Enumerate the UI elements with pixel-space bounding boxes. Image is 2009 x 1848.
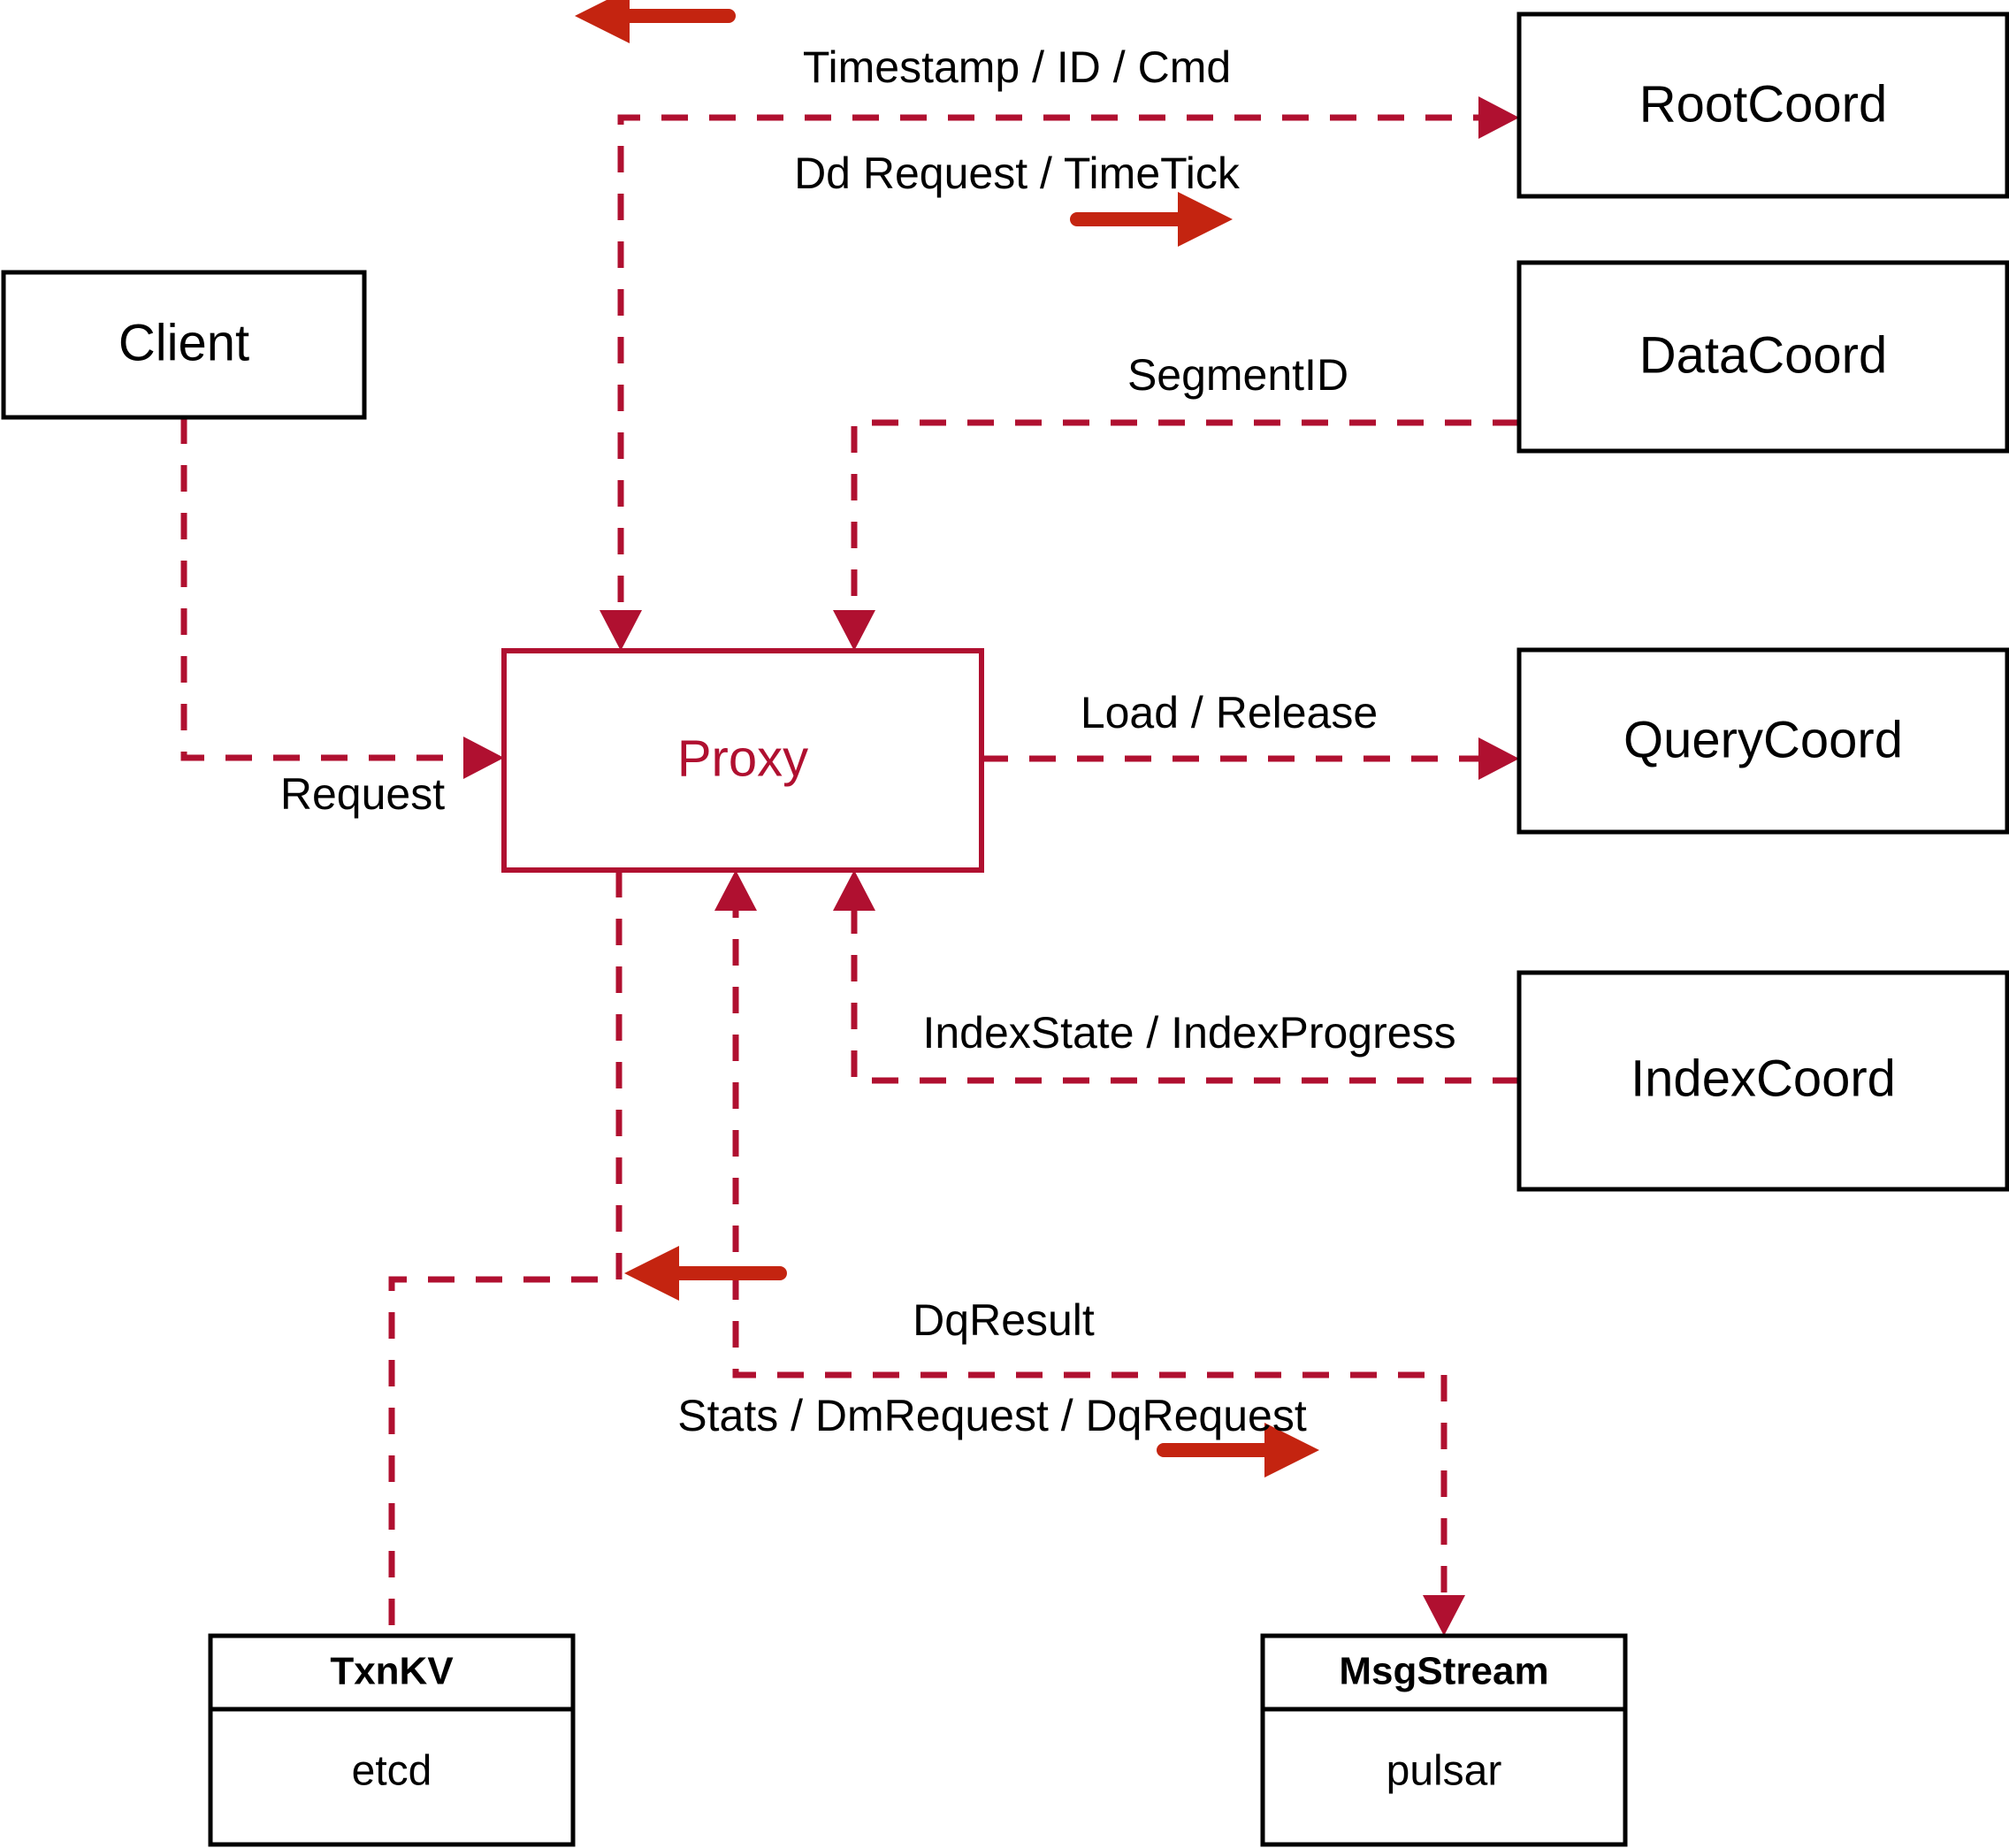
node-client-box (1, 270, 367, 420)
edge-label-load-release: Load / Release (1081, 688, 1378, 737)
direction-arrow-dqresult (624, 1246, 787, 1301)
edge-datacoord-arrowhead (833, 610, 875, 651)
edge-indexcoord-state (833, 870, 1519, 1084)
edge-indexcoord-arrowhead (833, 870, 875, 911)
edge-msgstream-result-path (732, 891, 1444, 1378)
edge-msgstream-result (714, 870, 1444, 1378)
edge-client-request-path (180, 417, 485, 761)
edge-querycoord-load (982, 737, 1519, 780)
node-data-coord-label: DataCoord (1639, 326, 1887, 384)
edge-txnkv-path (388, 871, 623, 1636)
edge-client-request-arrowhead (463, 737, 504, 779)
node-root-coord-label: RootCoord (1639, 75, 1887, 133)
node-txn-kv[interactable]: TxnKV etcd (208, 1633, 576, 1847)
node-proxy-box (501, 648, 984, 873)
edge-label-dqresult: DqResult (913, 1295, 1095, 1345)
node-data-coord-box (1516, 260, 2009, 454)
edge-label-request: Request (280, 769, 445, 819)
edge-datacoord-path (851, 419, 1519, 630)
edge-label-indexstate-indexprogress: IndexState / IndexProgress (922, 1008, 1455, 1058)
node-root-coord[interactable]: RootCoord (1516, 11, 2009, 199)
edge-rootcoord-arrowhead-down (600, 610, 642, 651)
node-proxy-label: Proxy (677, 729, 808, 787)
edge-label-dd-request-timetick: Dd Request / TimeTick (794, 149, 1241, 198)
node-query-coord-box (1516, 647, 2009, 835)
edge-label-segmentid: SegmentID (1127, 350, 1348, 400)
node-query-coord-label: QueryCoord (1623, 711, 1903, 768)
direction-arrow-dd-request-timetick (1070, 192, 1233, 247)
node-msg-stream[interactable]: MsgStream pulsar (1260, 1633, 1628, 1847)
node-txn-kv-box (208, 1633, 576, 1847)
node-data-coord[interactable]: DataCoord (1516, 260, 2009, 454)
node-index-coord-box (1516, 970, 2009, 1192)
edge-msgstream-request (1423, 1375, 1465, 1636)
node-client[interactable]: Client (1, 270, 367, 420)
direction-arrow-stats-dmrequest-dqrequest (1157, 1423, 1319, 1478)
edge-datacoord-segmentid (833, 419, 1519, 651)
edge-msgstream-result-arrowhead (714, 870, 757, 911)
node-msg-stream-box (1260, 1633, 1628, 1847)
edge-rootcoord-path (617, 114, 1500, 630)
edge-rootcoord-link (600, 96, 1519, 651)
node-msg-stream-impl: pulsar (1386, 1748, 1502, 1795)
node-msg-stream-label: MsgStream (1339, 1650, 1548, 1693)
node-root-coord-box (1516, 11, 2009, 199)
direction-arrow-timestamp-id-cmd (575, 0, 736, 43)
node-query-coord[interactable]: QueryCoord (1516, 647, 2009, 835)
edge-label-timestamp-id-cmd: Timestamp / ID / Cmd (803, 42, 1231, 92)
edge-querycoord-arrowhead (1478, 737, 1519, 780)
node-txn-kv-label: TxnKV (330, 1650, 454, 1693)
edge-client-request (180, 417, 504, 779)
edge-label-stats-dmrequest-dqrequest: Stats / DmRequest / DqRequest (677, 1391, 1307, 1440)
node-index-coord[interactable]: IndexCoord (1516, 970, 2009, 1192)
edge-msgstream-request-arrowhead (1423, 1595, 1465, 1636)
node-index-coord-label: IndexCoord (1631, 1050, 1896, 1107)
node-txn-kv-impl: etcd (352, 1748, 432, 1795)
node-proxy[interactable]: Proxy (501, 648, 984, 873)
edge-rootcoord-arrowhead-right (1478, 96, 1519, 139)
node-client-label: Client (118, 314, 249, 371)
edge-txnkv-link (388, 871, 623, 1636)
